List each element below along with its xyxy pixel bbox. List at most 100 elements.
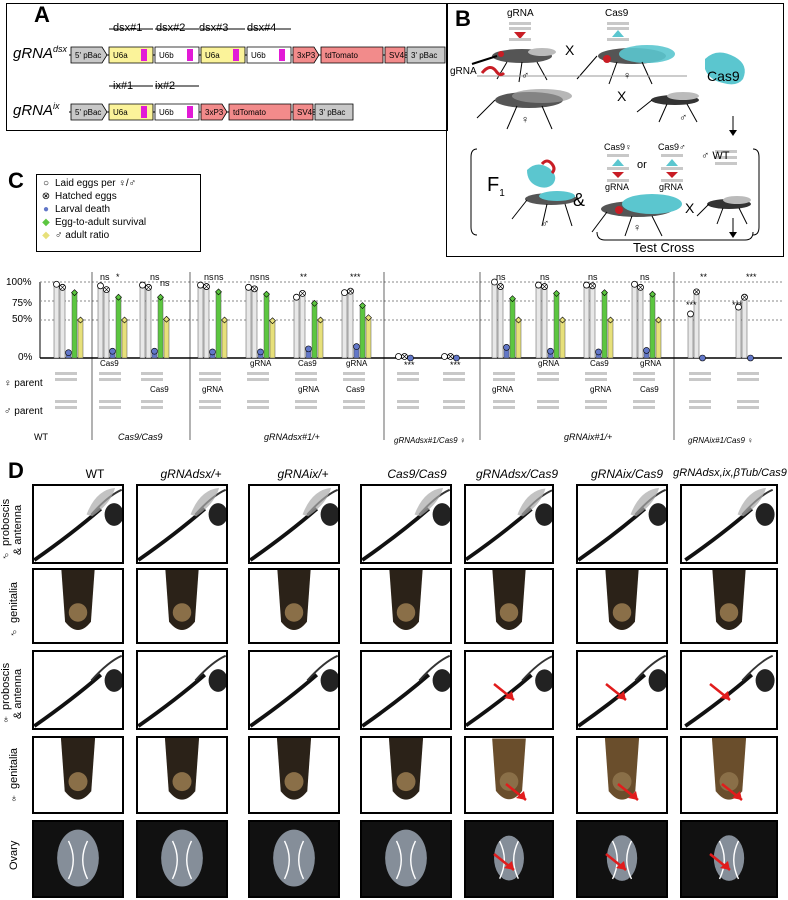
specimen-photo <box>360 736 452 814</box>
data-point <box>151 347 158 355</box>
construct-element-label: 5' pBac <box>75 108 101 117</box>
row-label-1: ♂ genitalia <box>8 581 20 639</box>
construct-element-label: U6a <box>113 108 128 117</box>
red-arrow-icon <box>605 853 627 871</box>
data-point <box>121 316 128 324</box>
legend-laid-eggs: ○Laid eggs per ♀/♂ <box>42 178 137 189</box>
bar <box>649 293 656 359</box>
group-label-grnadsx: gRNAdsx#1/+ <box>264 432 320 442</box>
specimen-photo <box>680 820 778 898</box>
data-point <box>115 293 122 301</box>
specimen-photo <box>576 484 668 564</box>
data-point <box>509 295 516 303</box>
row-label-4: Ovary <box>8 840 20 870</box>
grna-scaffold <box>279 49 285 61</box>
specimen-photo <box>248 650 340 730</box>
construct-element-label: U6a <box>113 51 128 60</box>
data-point-cross <box>590 283 595 289</box>
row-label-3: ♀ genitalia <box>8 747 20 805</box>
b-male-1: ♂ <box>521 70 530 82</box>
bar <box>77 319 84 359</box>
chromosome-bar <box>689 378 711 381</box>
chromosome-bar <box>343 406 365 409</box>
specimen-photo <box>576 650 668 730</box>
parent-genotype-label: Cas9 <box>150 385 169 394</box>
data-point <box>395 353 402 360</box>
significance-label: ** <box>300 272 308 282</box>
red-arrow-icon <box>505 783 527 801</box>
chromosome-bar <box>295 400 317 403</box>
construct-element-label: 3' pBac <box>319 108 345 117</box>
chromosome-bar <box>633 406 655 409</box>
b-amp: & <box>573 190 586 210</box>
col-head-2: gRNAix/+ <box>277 467 329 481</box>
specimen-photo <box>576 820 668 898</box>
data-point-cross <box>300 291 305 296</box>
specimen-photo <box>248 820 340 898</box>
chromosome-bar <box>397 406 419 409</box>
data-point <box>365 314 372 322</box>
col-head-0: WT <box>85 467 105 481</box>
data-point-cross <box>402 354 407 359</box>
grna-scaffold <box>233 49 239 61</box>
data-point <box>583 281 590 289</box>
data-point <box>257 348 264 356</box>
chromosome-bar <box>99 406 121 409</box>
legend-hatched-eggs: ⊗Hatched eggs <box>41 191 117 202</box>
construct1-name: gRNAdsx <box>13 44 68 62</box>
bar <box>139 284 146 359</box>
chromosome-bar <box>141 372 163 375</box>
construct2-name: gRNAix <box>13 101 60 119</box>
bar <box>121 319 128 359</box>
bar <box>311 303 318 359</box>
bar <box>607 319 614 359</box>
construct-element-label: tdTomato <box>233 108 266 117</box>
chromosome-bar <box>55 378 77 381</box>
grna-scaffold <box>141 106 147 118</box>
chromosome-bar <box>55 406 77 409</box>
grna-scaffold <box>141 49 147 61</box>
data-point <box>601 289 608 297</box>
chromosome-bar <box>443 400 465 403</box>
parent-genotype-label: gRNA <box>492 385 514 394</box>
data-point <box>559 316 566 324</box>
parent-genotype-label: gRNA <box>250 359 272 368</box>
female-parent-label: ♀ parent <box>4 378 43 389</box>
group-label-wt: WT <box>34 432 48 442</box>
b-cross-2: X <box>617 88 627 104</box>
chromosome-bar <box>537 406 559 409</box>
data-point-cross <box>252 286 257 292</box>
chromosome-bar <box>343 400 365 403</box>
b-f1-cas9-label-1: Cas9♀ <box>604 142 632 152</box>
b-grna-label-top: gRNA <box>507 8 534 19</box>
significance-label: ns <box>496 272 506 282</box>
specimen-photo <box>32 568 124 644</box>
specimen-photo <box>248 484 340 564</box>
data-point-cross <box>448 354 453 359</box>
bar <box>347 290 354 359</box>
significance-label: *** <box>404 360 415 370</box>
data-point <box>311 299 318 307</box>
specimen-photo <box>680 736 778 814</box>
panel-b-letter: B <box>455 6 471 31</box>
col-head-5: gRNAix/Cas9 <box>590 467 664 481</box>
bar <box>559 319 566 359</box>
data-point <box>109 347 116 355</box>
bar <box>299 293 306 359</box>
specimen-photo <box>464 736 554 814</box>
chromosome-bar <box>199 378 221 381</box>
chromosome-bar <box>397 372 419 375</box>
specimen-photo <box>248 568 340 644</box>
construct-element-label: U6b <box>159 108 174 117</box>
cross-scheme <box>470 22 760 241</box>
bar <box>741 296 748 359</box>
data-point <box>453 354 460 362</box>
b-wt-label: ♂ WT <box>701 150 730 162</box>
b-female-1: ♀ <box>623 70 632 82</box>
chromosome-bar <box>99 372 121 375</box>
data-point <box>359 302 366 309</box>
data-point <box>71 289 78 297</box>
data-point <box>65 349 72 356</box>
construct-element <box>314 103 354 121</box>
parent-genotype-label: gRNA <box>640 359 662 368</box>
